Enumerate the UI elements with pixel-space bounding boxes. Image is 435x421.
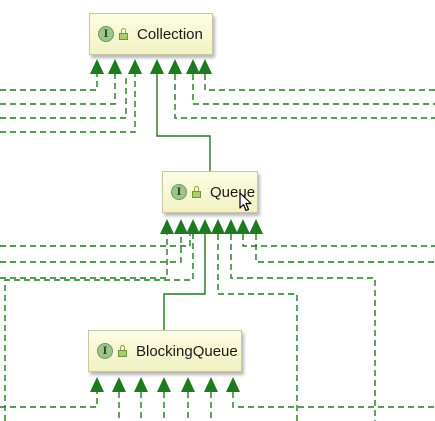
arrowhead-queue [224, 219, 238, 234]
edge-dashed-blockingqueue [0, 392, 98, 408]
arrowhead-collection [128, 59, 142, 74]
edge-dashed-queue [4, 234, 194, 421]
edge-dashed-collection [204, 74, 435, 91]
arrowhead-blockingqueue [112, 377, 126, 392]
node-label-blockingqueue: BlockingQueue [136, 342, 238, 360]
interface-icon: I [97, 343, 113, 359]
arrowhead-collection [186, 59, 200, 74]
edge-dashed-queue [242, 234, 435, 247]
edge-dashed-queue [217, 234, 298, 421]
edge-dashed-queue [230, 234, 376, 421]
lock-icon [192, 186, 202, 198]
arrowhead-collection [90, 59, 104, 74]
edge-dashed-collection [192, 74, 435, 105]
arrowhead-queue [186, 219, 200, 234]
edge-dashed-queue [0, 234, 168, 279]
edge-dashed-queue [0, 234, 191, 247]
node-label-collection: Collection [137, 25, 203, 43]
mouse-cursor-icon [239, 192, 252, 212]
arrowhead-queue [236, 219, 250, 234]
arrowhead-blockingqueue [157, 377, 171, 392]
edge-queue-to-collection [156, 74, 211, 171]
edge-dashed-collection [0, 74, 116, 105]
edge-dashed-collection [174, 74, 435, 119]
arrowhead-collection [168, 59, 182, 74]
edge-dashed-collection [0, 74, 136, 133]
lock-icon [119, 28, 129, 40]
lock-icon [118, 345, 128, 357]
arrowhead-blockingqueue [226, 377, 240, 392]
arrowhead-collection [150, 59, 164, 74]
arrowhead-queue [198, 219, 212, 234]
arrowhead-queue [249, 219, 263, 234]
arrowhead-blockingqueue [181, 377, 195, 392]
arrowhead-queue [160, 219, 174, 234]
arrowhead-collection [108, 59, 122, 74]
edge-dashed-queue [0, 234, 182, 263]
arrowhead-queue [174, 219, 188, 234]
arrowhead-collection [198, 59, 212, 74]
arrowhead-blockingqueue [90, 377, 104, 392]
edge-dashed-collection [0, 74, 98, 91]
arrowhead-blockingqueue [134, 377, 148, 392]
node-blockingqueue[interactable]: I BlockingQueue [88, 330, 242, 372]
arrowhead-queue [211, 219, 225, 234]
interface-icon: I [98, 26, 114, 42]
edge-blockingqueue-to-queue [163, 234, 206, 330]
arrowhead-blockingqueue [204, 377, 218, 392]
edge-dashed-blockingqueue [232, 392, 435, 408]
edge-dashed-collection [0, 74, 127, 119]
interface-icon: I [171, 184, 187, 200]
edge-dashed-queue [255, 234, 435, 263]
node-collection[interactable]: I Collection [89, 13, 213, 55]
